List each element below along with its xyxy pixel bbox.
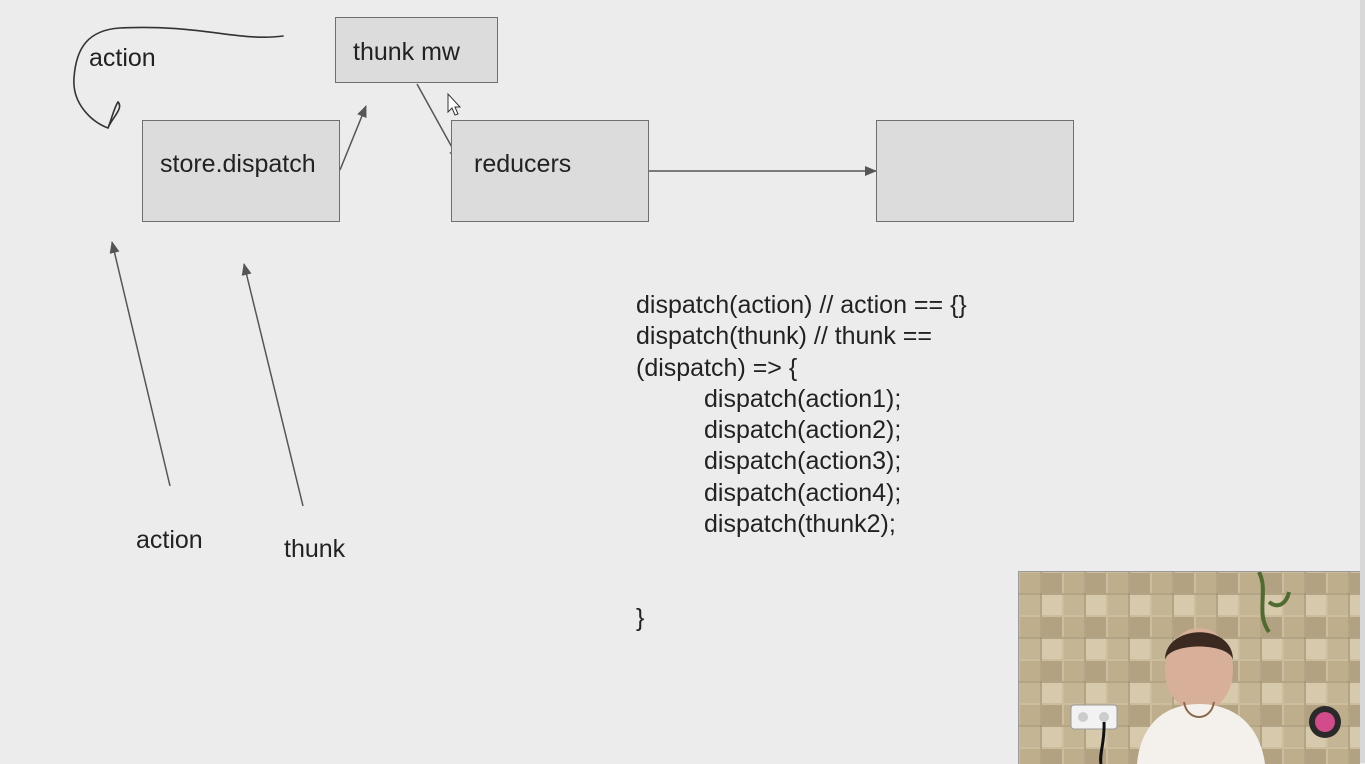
code-line-blank-1 — [636, 540, 967, 571]
handdrawn-loop-arrow — [73, 26, 284, 130]
frame-edge — [1360, 0, 1365, 763]
code-line-1: dispatch(action) // action == {} — [636, 291, 967, 319]
output-box — [876, 120, 1074, 222]
webcam-presenter-thumbnail — [1019, 572, 1360, 764]
store-dispatch-label: store.dispatch — [160, 150, 316, 178]
reducers-box: reducers — [451, 120, 649, 222]
action-top-label: action — [89, 44, 156, 72]
mouse-cursor-icon — [447, 92, 462, 116]
store-dispatch-box: store.dispatch — [142, 120, 340, 222]
edge-thunk-to-dispatch — [241, 263, 304, 507]
code-line-8: dispatch(thunk2); — [704, 510, 896, 539]
code-line-6: dispatch(action3); — [704, 447, 902, 476]
code-line-3: (dispatch) => { — [636, 353, 798, 382]
code-line-9: } — [636, 603, 645, 632]
thunk-bottom-label: thunk — [284, 535, 346, 563]
edge-dispatch-to-thunk-mw — [339, 105, 367, 171]
channel-logo-icon — [1315, 712, 1335, 732]
code-line-4: dispatch(action1); — [704, 384, 902, 413]
code-snippet: dispatch(action) // action == {} dispatch… — [636, 290, 967, 634]
thunk-mw-box: thunk mw — [335, 17, 498, 83]
code-line-blank-2 — [636, 572, 967, 603]
code-line-5: dispatch(action2); — [704, 416, 902, 445]
edge-action-to-dispatch — [109, 241, 171, 487]
thunk-mw-label: thunk mw — [353, 38, 460, 66]
webcam-overlay — [1018, 571, 1360, 764]
reducers-label: reducers — [474, 150, 572, 178]
code-line-7: dispatch(action4); — [704, 478, 902, 507]
action-bottom-label: action — [136, 526, 203, 554]
code-line-2: dispatch(thunk) // thunk == — [636, 322, 933, 351]
